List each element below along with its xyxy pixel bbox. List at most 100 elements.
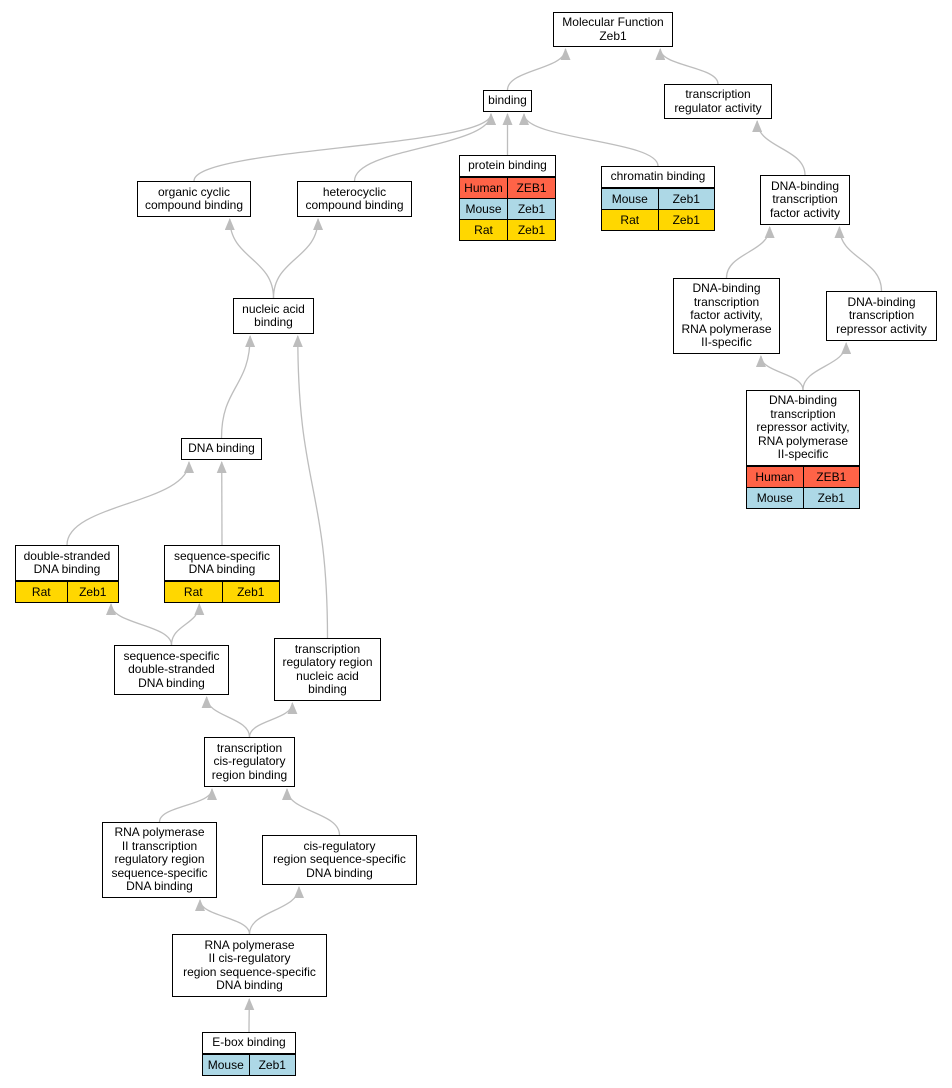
node-label-line: binding xyxy=(488,93,527,108)
edge-dsdb-to-dnab xyxy=(66,461,194,546)
edge-hccb-to-binding xyxy=(353,113,496,182)
node-label-line: DNA binding xyxy=(138,675,205,690)
node-label-line: regulator activity xyxy=(674,100,762,115)
node-label-line: Zeb1 xyxy=(599,28,627,43)
edge-dbtra2-to-dbtra xyxy=(802,342,852,391)
node-label-line: binding xyxy=(254,315,293,329)
gene-cell: Zeb1 xyxy=(658,188,715,211)
edge-occb-to-binding xyxy=(193,113,496,182)
node-label-line: II transcription xyxy=(121,838,198,853)
edge-dbtfa-to-tra xyxy=(752,120,806,176)
node-label-line: compound binding xyxy=(305,198,404,212)
node-label-line: factor activity xyxy=(769,205,841,220)
gene-cell: Zeb1 xyxy=(658,209,715,232)
node-label-line: DNA binding xyxy=(216,977,283,992)
organism-cell: Rat xyxy=(15,581,68,604)
edge-ssdsdb-to-dsdb xyxy=(106,603,173,646)
node-label-line: organic cyclic xyxy=(157,184,231,199)
organism-cell: Rat xyxy=(164,581,223,604)
organism-cell: Human xyxy=(746,466,804,489)
node-label-line: sequence-specific xyxy=(111,865,208,880)
gene-cell: Zeb1 xyxy=(222,581,280,604)
go-node-binding[interactable]: binding xyxy=(483,90,532,112)
node-label-line: DNA binding xyxy=(126,879,193,894)
edge-nab-to-hccb xyxy=(272,218,324,299)
node-label-line: transcription xyxy=(770,406,836,421)
node-label-line: region sequence-specific xyxy=(273,852,406,867)
gene-cell: Zeb1 xyxy=(803,487,860,510)
gene-cell: ZEB1 xyxy=(508,177,556,200)
gene-cell: Zeb1 xyxy=(508,198,556,221)
gene-cell: Zeb1 xyxy=(67,581,119,604)
edge-tcrrb-to-ssdsdb xyxy=(201,696,251,738)
node-label-line: DNA-binding xyxy=(768,393,838,408)
node-label-line: DNA binding xyxy=(188,441,255,456)
node-label-line: E-box binding xyxy=(212,1035,286,1050)
node-label-line: sequence-specific xyxy=(173,548,271,563)
node-label-line: transcription xyxy=(693,294,760,309)
node-label-line: transcription xyxy=(216,740,283,755)
edge-dbtfa2-to-dbtfa xyxy=(725,226,775,279)
node-label-line: II cis-regulatory xyxy=(208,951,291,966)
node-label-line: nucleic acid xyxy=(296,668,359,683)
node-label-line: transcription xyxy=(685,87,751,102)
edge-trrnab-to-nab xyxy=(292,335,329,639)
node-label: E-box binding xyxy=(202,1032,296,1054)
organism-cell: Mouse xyxy=(746,487,804,510)
node-label: binding xyxy=(483,90,532,112)
node-label-line: RNA polymerase xyxy=(681,321,772,336)
node-label: chromatin binding xyxy=(601,166,715,188)
go-node-dna-binding[interactable]: DNA binding xyxy=(181,438,262,460)
node-label-line: repressor activity xyxy=(836,321,927,336)
node-label-line: DNA binding xyxy=(188,562,256,576)
node-label-line: DNA binding xyxy=(306,865,373,880)
node-label-line: Molecular Function xyxy=(562,15,664,30)
edge-rnap2cr-to-crss xyxy=(248,886,304,935)
edge-crss-to-tcrrb xyxy=(282,788,341,836)
node-label-line: DNA-binding xyxy=(770,178,840,193)
gene-cell: ZEB1 xyxy=(803,466,860,489)
edge-dbtra-to-dbtfa xyxy=(834,226,883,292)
edge-rnap2tr-to-tcrrb xyxy=(158,788,217,823)
node-label-line: heterocyclic xyxy=(322,184,387,199)
node-label-line: regulatory region xyxy=(282,655,373,670)
node-label-line: RNA polymerase xyxy=(114,825,205,840)
